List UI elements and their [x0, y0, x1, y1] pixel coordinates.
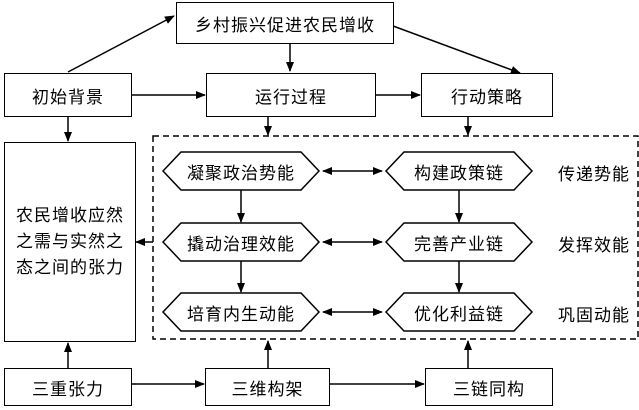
hexagon-label-process-1: 凝聚政治势能 — [187, 163, 295, 184]
node-initial-background: 初始背景 — [4, 73, 132, 117]
hexagon-label-strategy-2: 完善产业链 — [414, 234, 504, 255]
arrow-initial-to-top — [67, 15, 175, 73]
node-triple-tension: 三重张力 — [4, 368, 132, 406]
node-three-chain-isomorphism: 三链同构 — [425, 368, 553, 406]
node-action-strategy: 行动策略 — [421, 73, 553, 117]
hexagon-label-strategy-1: 构建政策链 — [414, 163, 504, 184]
node-tension: 农民增收应然之需与实然之态之间的张力 — [4, 142, 136, 342]
side-label-3: 巩固动能 — [558, 306, 630, 326]
hexagon-label-process-2: 撬动治理效能 — [187, 234, 295, 255]
hexagon-strategy-3 — [384, 292, 534, 332]
side-label-2: 发挥效能 — [558, 236, 630, 256]
hexagon-process-2 — [161, 222, 321, 262]
hexagon-process-3 — [161, 292, 321, 332]
dashed-container — [152, 135, 639, 340]
hexagon-strategy-1 — [384, 151, 534, 191]
side-label-1: 传递势能 — [558, 165, 630, 185]
node-rural-revitalization: 乡村振兴促进农民增收 — [176, 2, 394, 44]
hexagon-label-strategy-3: 优化利益链 — [414, 304, 504, 325]
node-three-dim-framework: 三维构架 — [205, 368, 330, 406]
hexagon-process-1 — [161, 151, 321, 191]
arrow-top-to-strategy — [384, 22, 521, 74]
hexagon-label-process-3: 培育内生动能 — [187, 304, 295, 325]
hexagon-strategy-2 — [384, 222, 534, 262]
node-running-process: 运行过程 — [206, 73, 376, 117]
